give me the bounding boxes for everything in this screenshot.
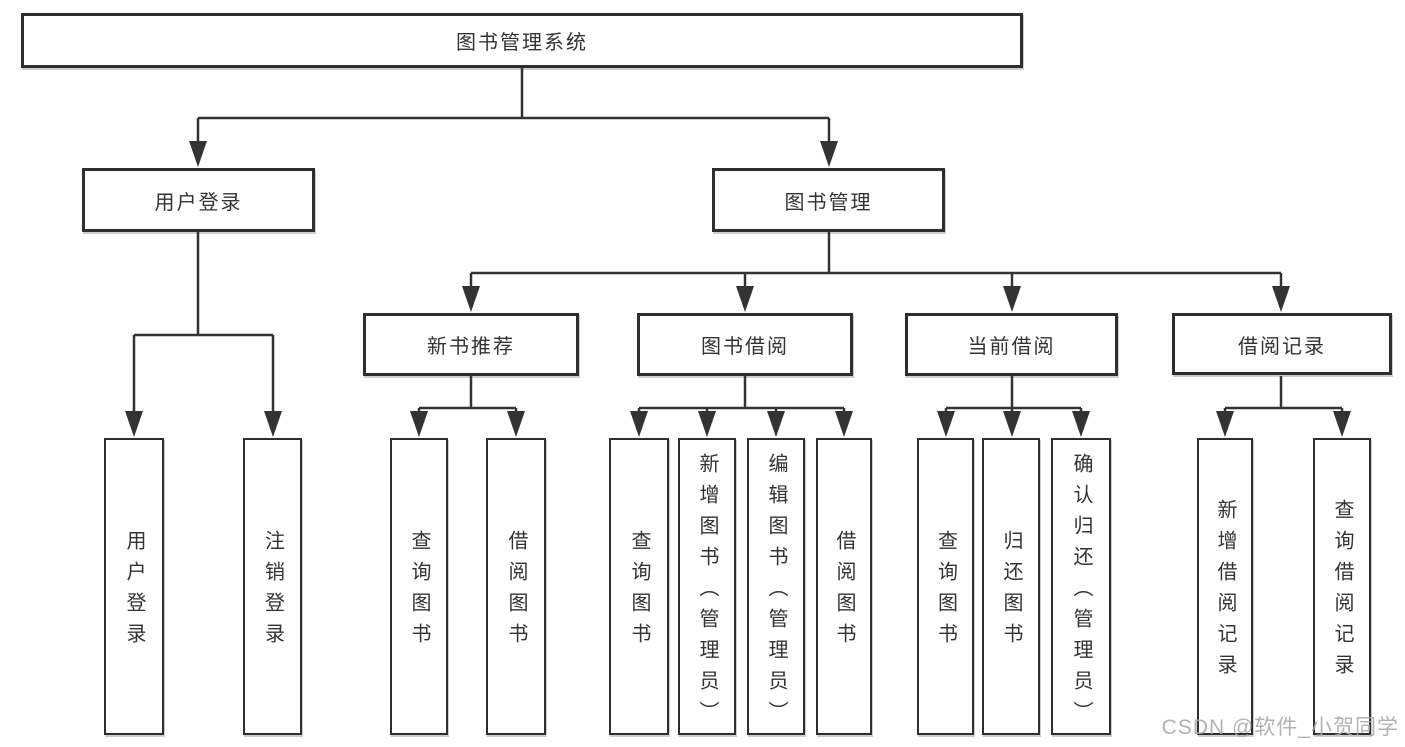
leaf-cb-return-books-label: 归还图书 xyxy=(1000,530,1022,654)
leaf-cb-confirm-return-admin: 确认归还（管理员） xyxy=(1051,438,1111,735)
leaf-nbr-borrow-books-label: 借阅图书 xyxy=(505,530,527,654)
node-root: 图书管理系统 xyxy=(21,13,1023,68)
leaf-user-login-label: 用户登录 xyxy=(123,530,145,654)
node-new-book-recommendation: 新书推荐 xyxy=(363,313,579,376)
leaf-bb-add-books-admin-label: 新增图书（管理员） xyxy=(696,452,718,732)
leaf-br-add-record-label: 新增借阅记录 xyxy=(1214,499,1236,685)
arrowhead-icons xyxy=(125,141,1351,437)
leaf-nbr-query-books: 查询图书 xyxy=(390,438,448,735)
node-current-borrowing-label: 当前借阅 xyxy=(967,336,1056,358)
leaf-bb-query-books-label: 查询图书 xyxy=(628,530,650,654)
node-new-book-recommendation-label: 新书推荐 xyxy=(427,336,515,358)
leaf-bb-borrow-books: 借阅图书 xyxy=(816,438,872,735)
node-book-management: 图书管理 xyxy=(712,168,945,232)
leaf-bb-query-books: 查询图书 xyxy=(609,438,669,735)
leaf-cb-confirm-return-admin-label: 确认归还（管理员） xyxy=(1070,452,1092,732)
leaf-bb-edit-books-admin: 编辑图书（管理员） xyxy=(747,438,805,735)
node-book-borrowing-label: 图书借阅 xyxy=(701,336,789,358)
leaf-br-query-record-label: 查询借阅记录 xyxy=(1331,499,1353,685)
leaf-user-login: 用户登录 xyxy=(104,438,164,735)
leaf-bb-edit-books-admin-label: 编辑图书（管理员） xyxy=(765,452,787,732)
node-user-login: 用户登录 xyxy=(82,168,315,232)
leaf-br-add-record: 新增借阅记录 xyxy=(1197,438,1253,735)
node-borrowing-records: 借阅记录 xyxy=(1172,313,1392,375)
leaf-cb-query-books: 查询图书 xyxy=(917,438,974,735)
leaf-bb-add-books-admin: 新增图书（管理员） xyxy=(678,438,736,735)
leaf-bb-borrow-books-label: 借阅图书 xyxy=(833,530,855,654)
leaf-nbr-borrow-books: 借阅图书 xyxy=(486,438,546,735)
leaf-br-query-record: 查询借阅记录 xyxy=(1313,438,1371,735)
leaf-cb-query-books-label: 查询图书 xyxy=(934,530,957,654)
node-book-management-label: 图书管理 xyxy=(784,191,873,214)
node-user-login-label: 用户登录 xyxy=(154,191,243,214)
watermark: CSDN @软件_小贺同学 xyxy=(1161,716,1399,739)
leaf-cb-return-books: 归还图书 xyxy=(982,438,1040,735)
node-borrowing-records-label: 借阅记录 xyxy=(1238,335,1326,358)
node-book-borrowing: 图书借阅 xyxy=(637,313,853,376)
leaf-logout-login-label: 注销登录 xyxy=(261,530,284,654)
node-root-label: 图书管理系统 xyxy=(456,32,588,54)
leaf-logout-login: 注销登录 xyxy=(243,438,302,735)
node-current-borrowing: 当前借阅 xyxy=(905,313,1118,376)
leaf-nbr-query-books-label: 查询图书 xyxy=(408,530,430,654)
